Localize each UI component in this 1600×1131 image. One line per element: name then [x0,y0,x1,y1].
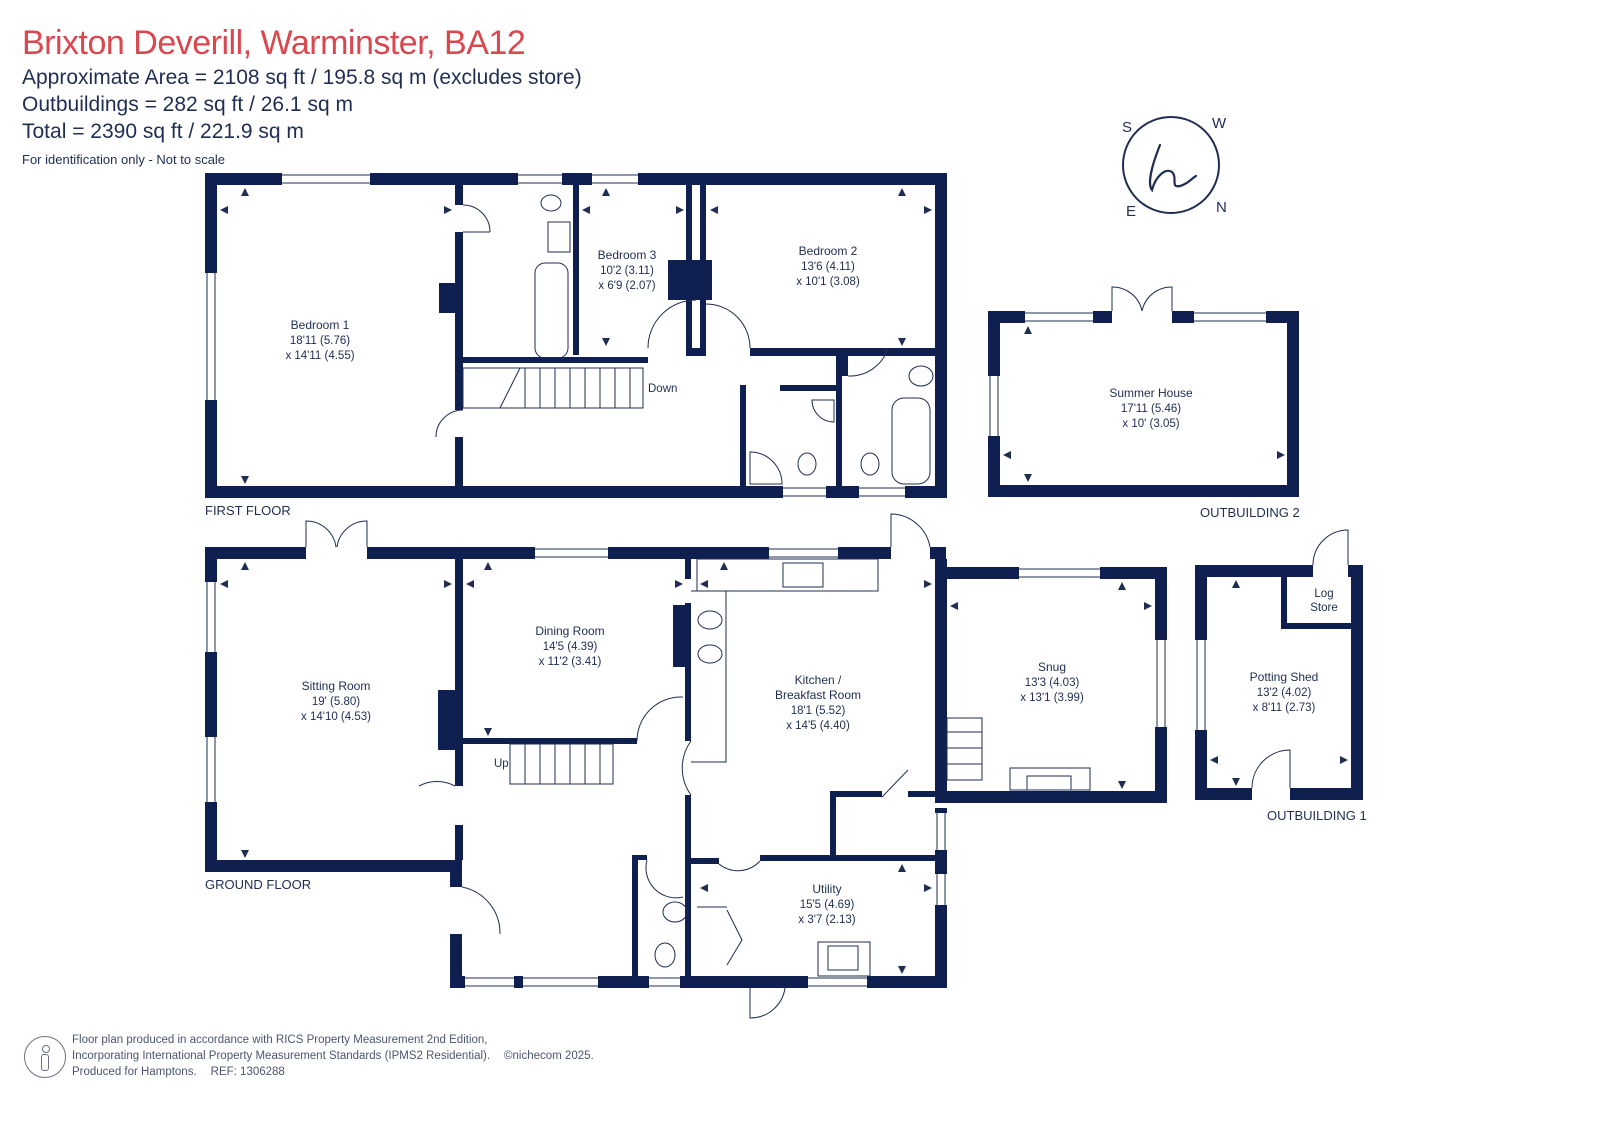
first-floor-fixtures [534,194,934,485]
compass-w: W [1212,115,1227,132]
room-kitchen: Kitchen / Breakfast Room 18'1 (5.52) x 1… [775,673,861,732]
svg-text:Snug: Snug [1038,660,1066,674]
potting-shed-openings [1196,529,1349,789]
svg-text:x 6'9 (2.07): x 6'9 (2.07) [598,280,655,292]
room-log-store: Log Store [1310,588,1338,614]
svg-text:Log: Log [1314,588,1333,600]
svg-text:x 8'11 (2.73): x 8'11 (2.73) [1253,702,1316,714]
footer-ref: REF: 1306288 [210,1066,285,1078]
footer-produced-for: Produced for Hamptons. [72,1066,197,1078]
svg-text:Potting Shed: Potting Shed [1250,670,1319,684]
room-utility: Utility 15'5 (4.69) x 3'7 (2.13) [798,882,855,926]
snug-windows [1019,568,1166,727]
compass-n: N [1216,199,1227,216]
snug-walls [935,567,1167,803]
footer-line-2: Incorporating International Property Mea… [72,1048,594,1064]
svg-text:Kitchen /: Kitchen / [795,673,842,687]
scale-note: For identification only - Not to scale [22,152,226,167]
property-title: Brixton Deverill, Warminster, BA12 [22,24,526,62]
svg-text:18'11 (5.76): 18'11 (5.76) [290,335,350,347]
compass-s: S [1122,119,1132,136]
svg-text:x 14'11 (4.55): x 14'11 (4.55) [285,350,354,362]
compass-e: E [1126,203,1136,220]
first-floor-walls [205,173,947,498]
svg-text:Dining Room: Dining Room [535,624,604,638]
svg-text:Store: Store [1310,602,1338,614]
footer-line-1: Floor plan produced in accordance with R… [72,1034,488,1046]
svg-text:x 11'2 (3.41): x 11'2 (3.41) [539,656,602,668]
svg-text:19' (5.80): 19' (5.80) [312,696,360,708]
ground-floor-openings [206,513,946,1019]
svg-text:Utility: Utility [812,882,841,896]
ground-floor-walls [205,547,947,988]
room-bedroom-2: Bedroom 2 13'6 (4.11) x 10'1 (3.08) [796,244,860,288]
footer: Floor plan produced in accordance with R… [72,1032,594,1080]
first-floor-stairs [462,367,644,409]
ground-floor-fittings [509,558,1091,977]
svg-text:x 14'10 (4.53): x 14'10 (4.53) [301,711,371,723]
summer-house-walls [988,311,1299,497]
svg-text:10'2 (3.11): 10'2 (3.11) [600,265,654,277]
svg-text:Bedroom 1: Bedroom 1 [291,318,350,332]
svg-text:Summer House: Summer House [1109,386,1193,400]
svg-text:14'5 (4.39): 14'5 (4.39) [543,641,598,653]
svg-text:x 10' (3.05): x 10' (3.05) [1122,418,1179,430]
first-floor-windows [206,174,905,497]
svg-text:x 14'5 (4.40): x 14'5 (4.40) [786,720,850,732]
footer-line-3: Produced for Hamptons. REF: 1306288 [72,1064,594,1080]
svg-text:Bedroom 2: Bedroom 2 [799,244,858,258]
ground-floor-label: GROUND FLOOR [205,877,311,892]
svg-text:13'2 (4.02): 13'2 (4.02) [1257,687,1312,699]
compass-logo: S W N E [1122,115,1227,220]
stairs-down-label: Down [648,383,677,395]
measurement-arrows [220,188,1348,974]
svg-text:15'5 (4.69): 15'5 (4.69) [800,899,855,911]
room-potting-shed: Potting Shed 13'2 (4.02) x 8'11 (2.73) [1250,670,1319,714]
room-dining-room: Dining Room 14'5 (4.39) x 11'2 (3.41) [535,624,604,668]
summer-house-openings [989,286,1266,436]
svg-text:13'3 (4.03): 13'3 (4.03) [1025,677,1080,689]
info-icon [24,1036,66,1078]
svg-text:17'11 (5.46): 17'11 (5.46) [1121,403,1181,415]
svg-text:x 3'7 (2.13): x 3'7 (2.13) [798,914,855,926]
svg-text:x 10'1 (3.08): x 10'1 (3.08) [796,276,860,288]
total-area: Total = 2390 sq ft / 221.9 sq m [22,120,304,143]
outbuilding-1-label: OUTBUILDING 1 [1267,808,1367,823]
outbuildings-area: Outbuildings = 282 sq ft / 26.1 sq m [22,93,353,116]
room-sitting-room: Sitting Room 19' (5.80) x 14'10 (4.53) [301,679,371,723]
outbuilding-2-label: OUTBUILDING 2 [1200,505,1300,520]
footer-line-2-text: Incorporating International Property Mea… [72,1050,491,1062]
approximate-area: Approximate Area = 2108 sq ft / 195.8 sq… [22,66,582,89]
potting-shed-walls [1195,565,1363,800]
stairs-up-label: Up [494,758,509,770]
svg-text:Bedroom 3: Bedroom 3 [598,248,657,262]
room-snug: Snug 13'3 (4.03) x 13'1 (3.99) [1020,660,1084,704]
svg-text:18'1 (5.52): 18'1 (5.52) [791,705,846,717]
svg-text:Breakfast Room: Breakfast Room [775,688,861,702]
room-summer-house: Summer House 17'11 (5.46) x 10' (3.05) [1109,386,1193,430]
svg-text:Sitting Room: Sitting Room [302,679,371,693]
first-floor-label: FIRST FLOOR [205,503,291,518]
svg-text:13'6 (4.11): 13'6 (4.11) [801,261,855,273]
room-bedroom-1: Bedroom 1 18'11 (5.76) x 14'11 (4.55) [285,318,354,362]
svg-text:x 13'1 (3.99): x 13'1 (3.99) [1020,692,1084,704]
footer-copyright: ©nichecom 2025. [504,1050,594,1062]
room-bedroom-3: Bedroom 3 10'2 (3.11) x 6'9 (2.07) [598,248,657,292]
